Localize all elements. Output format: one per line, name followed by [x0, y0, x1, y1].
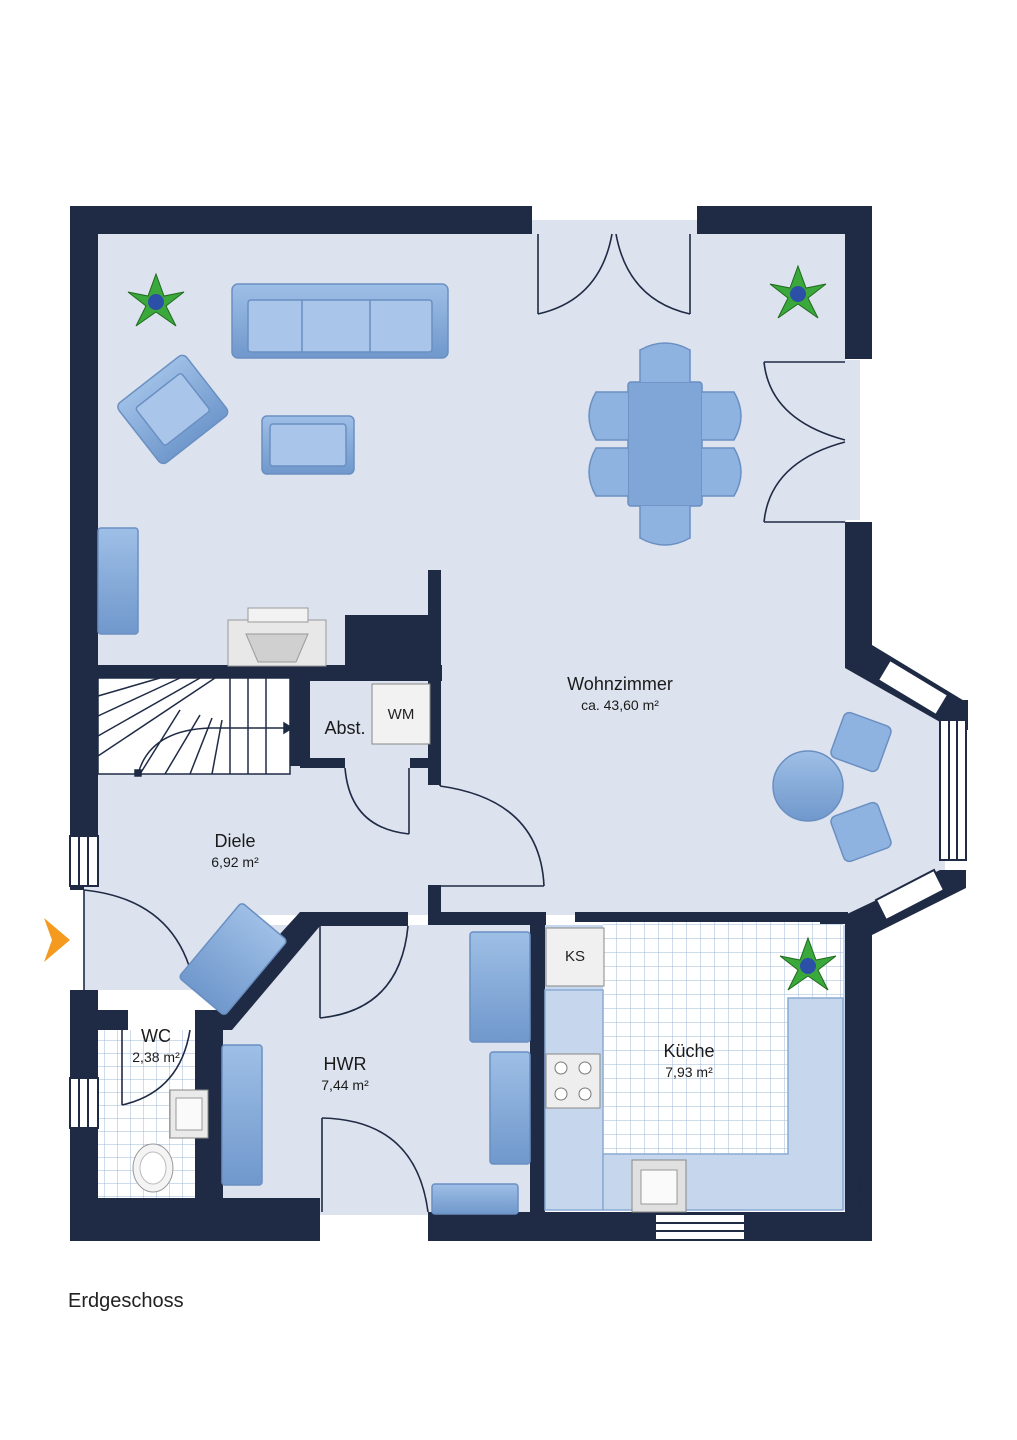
washbasin-icon	[169, 1089, 209, 1139]
diele-area: 6,92 m²	[211, 854, 259, 870]
coffee-table-top	[269, 423, 347, 467]
hwr-cabinet	[179, 903, 287, 1015]
hwr-cabinet	[431, 1183, 519, 1215]
ks-label: KS	[565, 948, 585, 965]
hwr-area: 7,44 m²	[321, 1077, 369, 1093]
floor-title: Erdgeschoss	[68, 1290, 184, 1312]
hwr-cabinet	[221, 1044, 263, 1186]
kueche-area: 7,93 m²	[665, 1064, 713, 1080]
diele-name: Diele	[214, 831, 255, 851]
room-labels: Wohnzimmer ca. 43,60 m² Abst. Diele 6,92…	[132, 674, 714, 1093]
furniture	[97, 283, 892, 1215]
brand-logo: onOffice	[854, 1175, 864, 1212]
doors	[83, 233, 846, 1213]
wohnzimmer-name: Wohnzimmer	[567, 674, 673, 694]
wohnzimmer-area: ca. 43,60 m²	[581, 697, 659, 713]
washing-machine: WM	[371, 683, 431, 745]
wc-name: WC	[141, 1026, 171, 1046]
toilet-icon	[132, 1143, 174, 1193]
fridge: KS	[545, 927, 605, 987]
stove-icon	[545, 1053, 601, 1109]
kueche-name: Küche	[663, 1041, 714, 1061]
walls	[70, 206, 968, 1241]
hwr-cabinet	[489, 1051, 531, 1165]
dining-table-icon	[588, 342, 742, 546]
hwr-name: HWR	[324, 1054, 367, 1074]
fireplace-icon	[227, 607, 327, 667]
plant-icon	[769, 264, 827, 319]
sofa-icon	[231, 283, 449, 359]
wc-area: 2,38 m²	[132, 1049, 180, 1065]
bistro-chair	[830, 711, 892, 773]
plant-icon	[779, 936, 837, 991]
kitchen-counter	[602, 997, 844, 1211]
stairs-icon	[97, 677, 294, 777]
plant-icon	[127, 272, 185, 327]
abst-name: Abst.	[324, 718, 365, 738]
sideboard	[97, 527, 139, 635]
hwr-cabinet	[469, 931, 531, 1043]
armchair-icon	[117, 354, 229, 465]
round-table	[772, 750, 844, 822]
windows	[69, 658, 967, 1241]
bistro-chair	[830, 801, 892, 863]
entrance-arrow-icon	[44, 918, 70, 962]
wm-label: WM	[388, 706, 415, 723]
sink-icon	[631, 1159, 687, 1213]
